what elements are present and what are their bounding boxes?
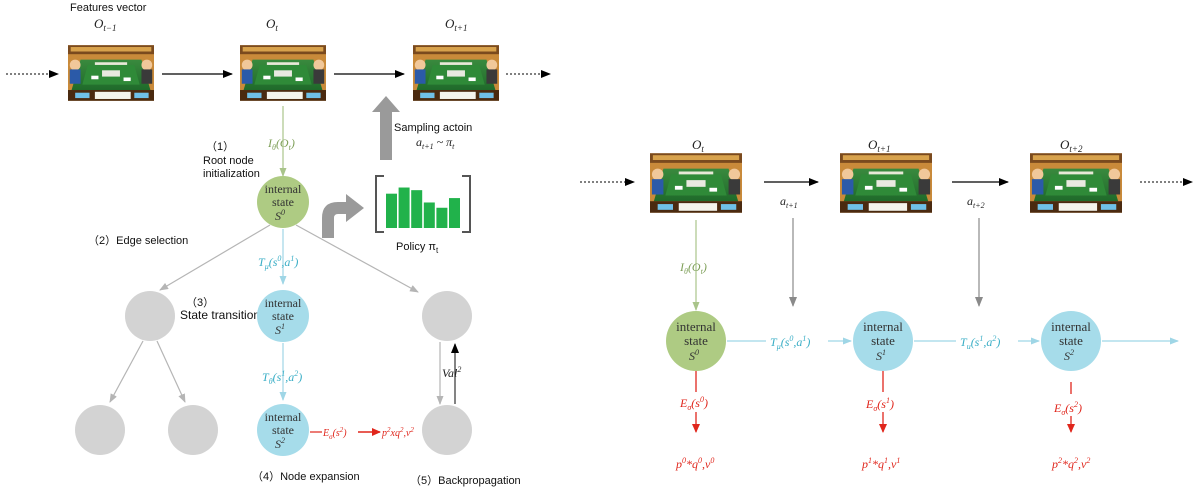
init-function-label: Iθ(Ot) xyxy=(267,136,295,152)
features-vector-label: Features vector xyxy=(70,2,147,14)
tree-node-left xyxy=(125,291,175,341)
left-panel: Features vector Ot−1 Ot Ot+1 Sampling ac… xyxy=(6,2,551,487)
right-state-s1 xyxy=(853,311,913,371)
tree-leaf-3 xyxy=(422,405,472,455)
right-state-s2 xyxy=(1041,311,1101,371)
step1-line2: initialization xyxy=(203,168,260,180)
step3-label: State transition xyxy=(180,308,260,322)
internal-state-s1 xyxy=(257,290,309,342)
right-game-frame-3 xyxy=(1030,153,1122,213)
right-s1-line1: internal xyxy=(863,319,903,334)
tree-node-right xyxy=(422,291,472,341)
right-e0-label: Eσ(s0) xyxy=(679,395,708,412)
policy-bars xyxy=(386,187,460,228)
obs-next-label: Ot+1 xyxy=(445,16,467,33)
policy-label: Policy πt xyxy=(396,241,439,255)
obs-cur-label: Ot xyxy=(266,16,278,33)
right-state-s0 xyxy=(666,311,726,371)
right-s1-symbol: S1 xyxy=(876,348,886,363)
right-action2-label: at+2 xyxy=(967,194,985,210)
root-node-line2: state xyxy=(272,195,294,209)
right-s2-line1: internal xyxy=(1051,319,1091,334)
right-s1-line2: state xyxy=(871,333,895,348)
right-action1-label: at+1 xyxy=(780,194,798,210)
right-s0-line2: state xyxy=(684,333,708,348)
s1-line2: state xyxy=(272,309,294,323)
expand-output-label: p2xq2,v2 xyxy=(381,426,414,439)
right-obs2-label: Ot+1 xyxy=(868,137,890,154)
right-game-frame-2 xyxy=(840,153,932,213)
sampling-formula: at+1 ~ πt xyxy=(416,135,455,151)
right-s2-line2: state xyxy=(1059,333,1083,348)
obs-prev-label: Ot−1 xyxy=(94,16,116,33)
right-output0-label: p0*q0,v0 xyxy=(675,456,714,471)
right-game-frame-1 xyxy=(650,153,742,213)
right-transition2-label: Tu(s1,a2) xyxy=(960,334,1000,351)
right-e1-label: Eσ(s1) xyxy=(865,396,894,413)
sampling-arrow xyxy=(372,96,400,160)
right-s0-symbol: S0 xyxy=(689,348,699,363)
step5-label: （5）Backpropagation xyxy=(410,474,521,487)
s1-line1: internal xyxy=(265,296,302,310)
right-transition1-label: Tμ(s0,a1) xyxy=(770,334,810,351)
expand-function-label: Eσ(s2) xyxy=(322,426,347,441)
edge-left-leaf2 xyxy=(156,340,186,403)
s2-line2: state xyxy=(272,423,294,437)
step3-number: （3） xyxy=(186,296,214,309)
right-output2-label: p2*q2,v2 xyxy=(1051,456,1090,471)
root-node-symbol: S0 xyxy=(275,208,285,223)
val-label: Val2 xyxy=(442,365,461,380)
s2-symbol: S2 xyxy=(275,436,285,451)
right-s0-line1: internal xyxy=(676,319,716,334)
transition1-label: Tμ(s0,a1) xyxy=(258,254,298,271)
game-frame-next xyxy=(413,45,499,101)
root-node xyxy=(257,176,309,228)
step1-number: （1） xyxy=(206,140,234,153)
step2-label: （2）Edge selection xyxy=(88,234,188,247)
sampling-label: Sampling actoin xyxy=(394,122,472,134)
policy-bar xyxy=(411,190,423,228)
right-obs3-label: Ot+2 xyxy=(1060,137,1083,154)
right-t1-bg xyxy=(766,332,828,350)
policy-bar xyxy=(398,187,410,228)
policy-bar xyxy=(386,193,397,228)
right-t2-bg xyxy=(956,332,1018,350)
step1-line1: Root node xyxy=(203,155,254,167)
s2-line1: internal xyxy=(265,410,302,424)
policy-bar xyxy=(449,198,460,228)
step4-label: （4）Node expansion xyxy=(252,470,360,483)
policy-bracket-right xyxy=(462,175,471,233)
edge-left-leaf1 xyxy=(109,340,144,403)
tree-leaf-1 xyxy=(75,405,125,455)
right-obs1-label: Ot xyxy=(692,137,704,154)
right-e2-label: Eσ(s2) xyxy=(1053,400,1082,417)
right-s2-symbol: S2 xyxy=(1064,348,1074,363)
right-panel: Ot Ot+1 Ot+2 at+1 at+2 Iθ(Ot) internal s… xyxy=(580,137,1193,471)
game-frame-cur xyxy=(240,45,326,101)
transition2-label: Tθ(s1,a2) xyxy=(262,369,302,386)
policy-histogram xyxy=(375,175,471,233)
policy-bar xyxy=(423,202,435,228)
right-output1-label: p1*q1,v1 xyxy=(861,456,900,471)
game-frame-prev xyxy=(68,45,154,101)
s1-symbol: S1 xyxy=(275,322,285,337)
right-init-label: Iθ(Ot) xyxy=(679,260,707,276)
policy-bracket-left xyxy=(375,175,384,233)
root-node-line1: internal xyxy=(265,182,302,196)
policy-arrow xyxy=(322,194,364,238)
edge-root-right xyxy=(295,224,419,293)
internal-state-s2 xyxy=(257,404,309,456)
policy-bar xyxy=(436,207,448,228)
edge-root-left xyxy=(159,224,271,291)
tree-leaf-2 xyxy=(168,405,218,455)
